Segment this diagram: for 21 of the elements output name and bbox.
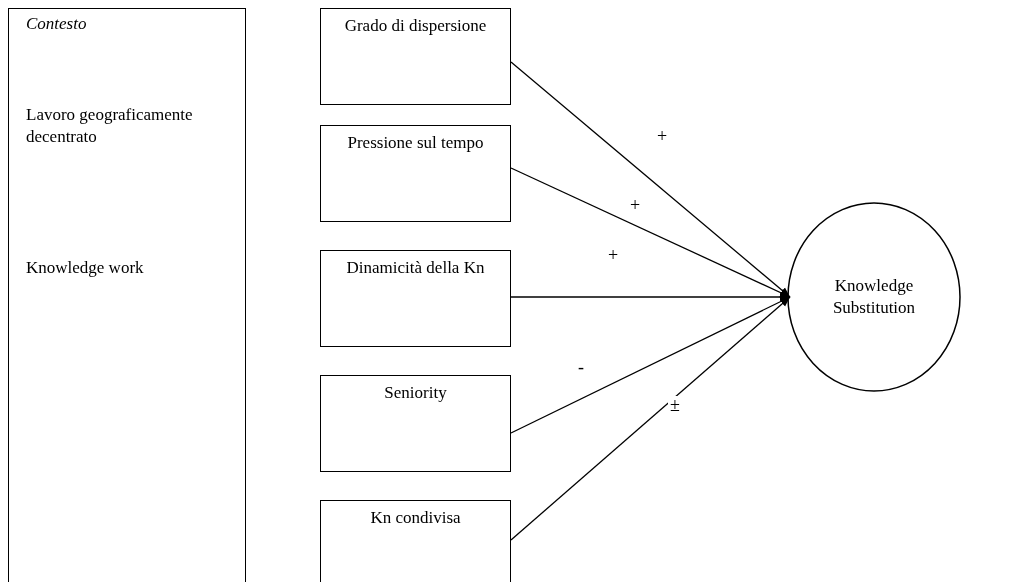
arrow — [510, 296, 791, 541]
context-label: Lavoro geograficamente decentrato — [26, 104, 194, 149]
node-label: Seniority — [383, 382, 448, 404]
node-label: Grado di dispersione — [343, 15, 488, 37]
arrow — [510, 296, 791, 434]
factor-box — [320, 375, 511, 472]
context-panel — [8, 8, 246, 582]
factor-box — [320, 125, 511, 222]
outcome-ellipse — [787, 202, 961, 392]
arrow — [510, 167, 791, 298]
arrow — [510, 61, 791, 298]
factor-box — [320, 250, 511, 347]
node-label: Pressione sul tempo — [346, 132, 485, 154]
node-label: Dinamicità della Kn — [345, 257, 486, 279]
node-label: Knowledge Substitution — [831, 274, 917, 319]
panel-heading: Contesto — [26, 13, 88, 35]
node-label: Kn condivisa — [369, 507, 462, 529]
factor-box — [320, 8, 511, 105]
edge-label: ± — [668, 396, 682, 414]
context-label: Knowledge work — [26, 257, 145, 279]
factor-box — [320, 500, 511, 582]
